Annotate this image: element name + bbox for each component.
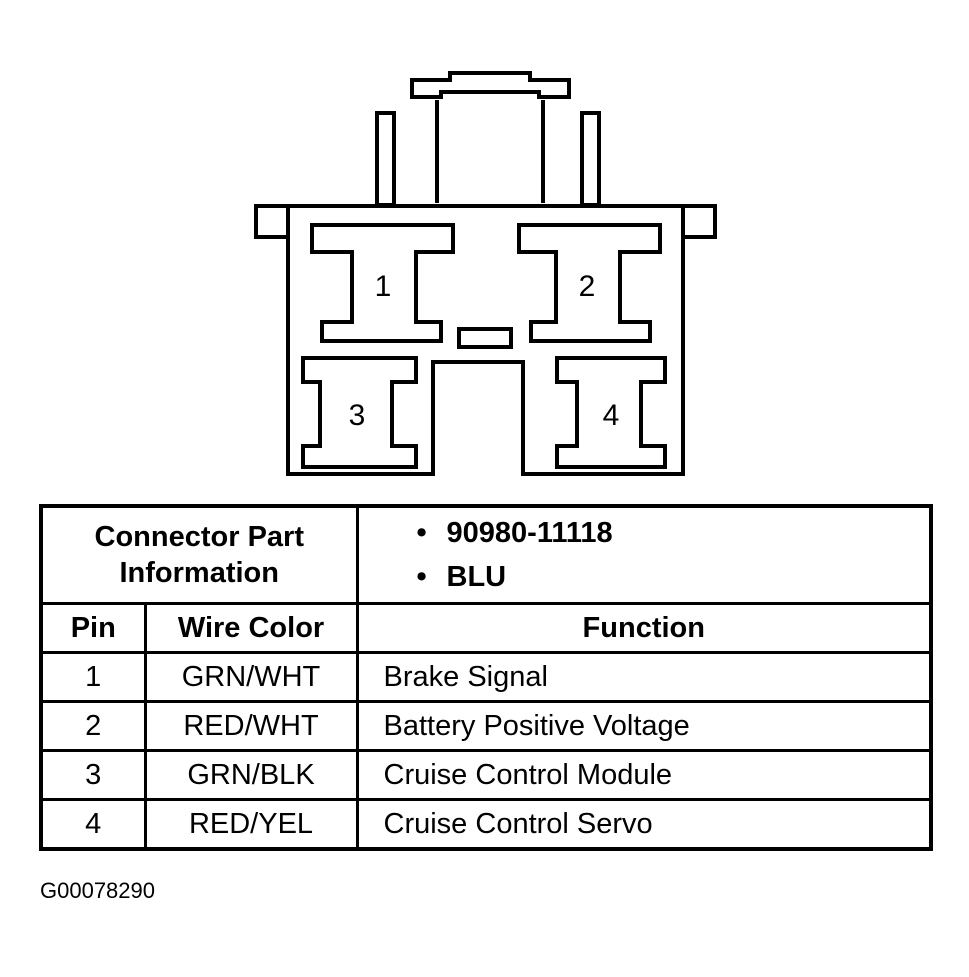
figure-id: G00078290 [40, 878, 155, 903]
table-row: 1 GRN/WHT Brake Signal [39, 651, 933, 703]
wire-color-cell: RED/WHT [143, 700, 359, 752]
pin-label-4: 4 [603, 399, 620, 432]
column-header-pin: Pin [39, 602, 147, 654]
function-cell: Battery Positive Voltage [355, 700, 933, 752]
column-header-row: Pin Wire Color Function [39, 602, 933, 654]
column-header-function: Function [355, 602, 933, 654]
table-header-row: Connector Part Information • 90980-11118 … [39, 504, 933, 605]
pin-label-1: 1 [375, 270, 392, 303]
pin-cavity-3 [301, 356, 418, 469]
pin-cell: 1 [39, 651, 147, 703]
function-cell: Brake Signal [355, 651, 933, 703]
connector-info-table: Connector Part Information • 90980-11118 … [39, 504, 934, 851]
part-info-list: • 90980-11118 • BLU [355, 504, 933, 605]
pin-cell: 4 [39, 798, 147, 851]
connector-diagram: 1 2 3 4 [254, 71, 717, 476]
wire-color-cell: RED/YEL [143, 798, 359, 851]
pin-cavity-1 [310, 223, 455, 343]
table-row: 2 RED/WHT Battery Positive Voltage [39, 700, 933, 752]
bullet-icon: • [416, 561, 427, 593]
function-cell: Cruise Control Module [355, 749, 933, 801]
connector-part-info-title: Connector Part Information [39, 504, 359, 605]
connector-latch [410, 71, 571, 99]
pin-label-3: 3 [349, 399, 366, 432]
part-number-item: • 90980-11118 [417, 511, 930, 555]
part-number: 90980-11118 [446, 517, 613, 549]
function-cell: Cruise Control Servo [355, 798, 933, 851]
column-header-wire-color: Wire Color [143, 602, 359, 654]
header-title-line1: Connector Part [94, 521, 304, 553]
wire-color-cell: GRN/BLK [143, 749, 359, 801]
connector-color: BLU [446, 561, 507, 593]
pin-cavity-4 [555, 356, 667, 469]
pin-cavity-2 [517, 223, 662, 343]
connector-post-right [580, 111, 601, 207]
pin-cell: 3 [39, 749, 147, 801]
table-row: 4 RED/YEL Cruise Control Servo [39, 798, 933, 851]
connector-tab-right [681, 204, 717, 239]
connector-body [286, 204, 685, 476]
key-slot [457, 327, 513, 349]
bullet-icon: • [416, 517, 427, 549]
connector-latch-stem [435, 100, 545, 203]
pin-label-2: 2 [579, 270, 596, 303]
connector-tab-left [254, 204, 290, 239]
wire-color-cell: GRN/WHT [143, 651, 359, 703]
connector-post-left [375, 111, 396, 207]
connector-color-item: • BLU [417, 555, 930, 599]
header-title-line2: Information [119, 557, 280, 589]
table-row: 3 GRN/BLK Cruise Control Module [39, 749, 933, 801]
pin-cell: 2 [39, 700, 147, 752]
